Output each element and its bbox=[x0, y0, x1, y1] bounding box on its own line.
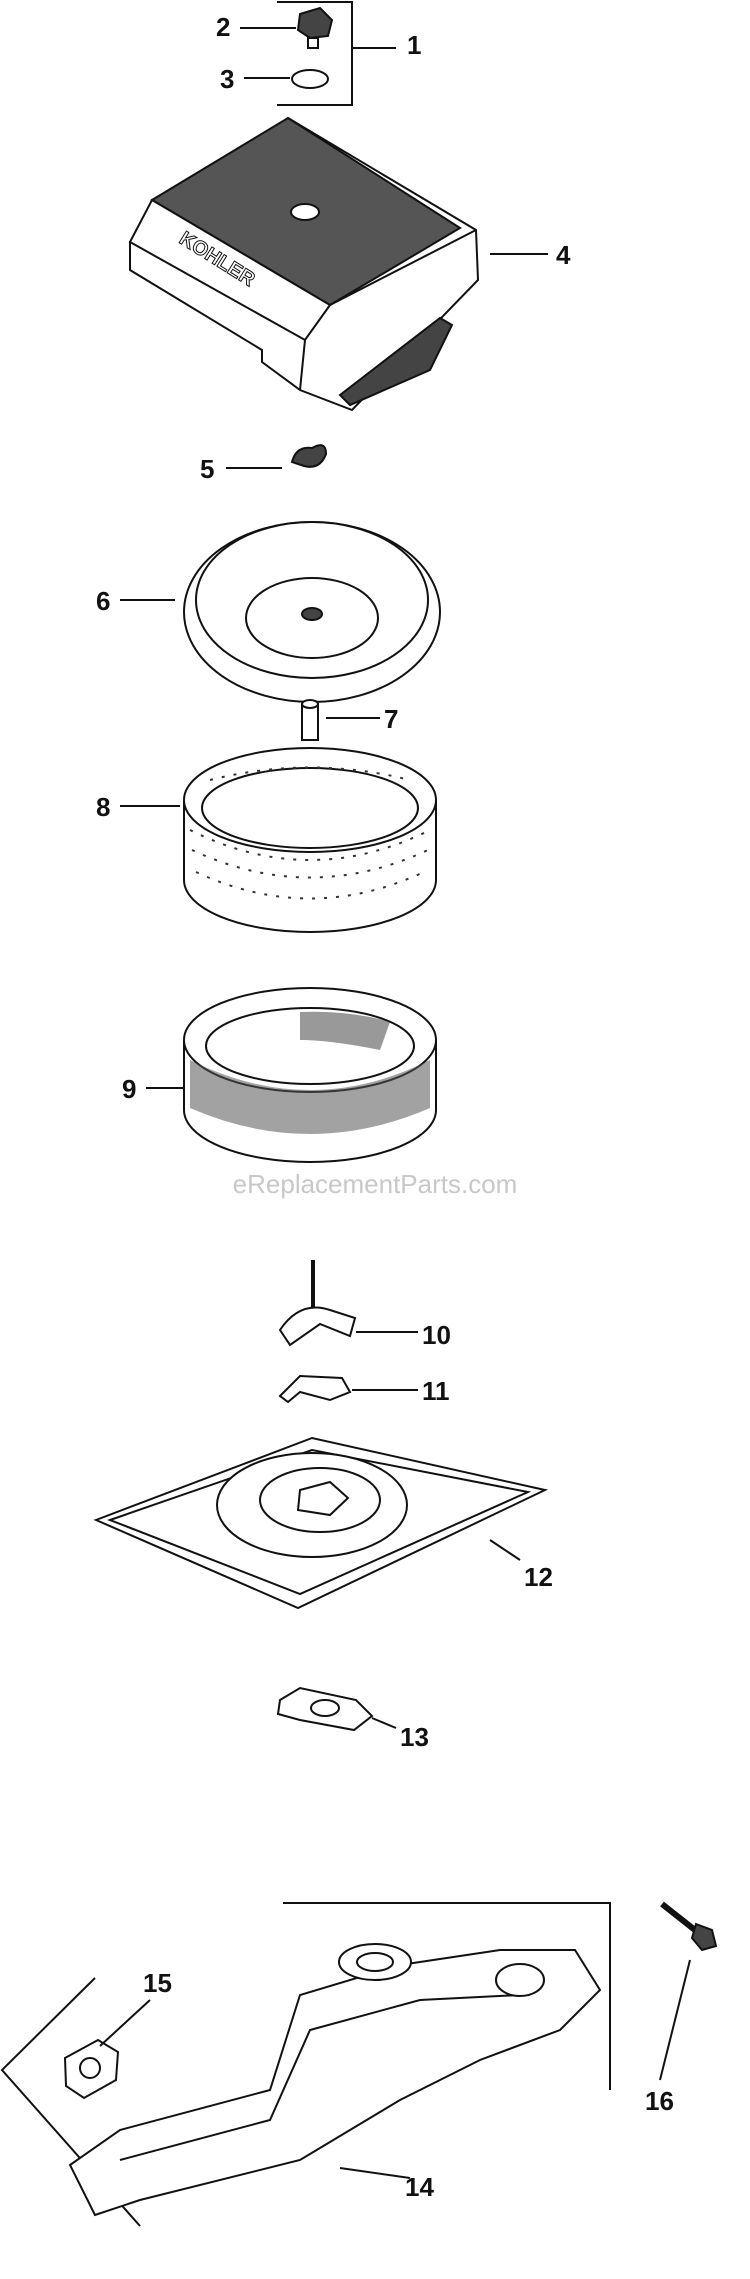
callout-15: 15 bbox=[143, 1968, 172, 1998]
callout-5: 5 bbox=[200, 454, 214, 484]
part-2-knob[interactable] bbox=[240, 6, 334, 49]
part-9-air-filter[interactable] bbox=[146, 987, 437, 1163]
callout-10: 10 bbox=[422, 1320, 451, 1350]
part-6-cover-plate[interactable] bbox=[120, 521, 441, 703]
callout-16: 16 bbox=[645, 2086, 674, 2116]
callout-3: 3 bbox=[220, 64, 234, 94]
part-4-air-cleaner-cover[interactable]: KOHLER bbox=[128, 116, 548, 412]
callout-6: 6 bbox=[96, 586, 110, 616]
part-12-base-plate[interactable] bbox=[93, 1436, 549, 1610]
callout-2: 2 bbox=[216, 12, 230, 42]
part-5-wing-nut[interactable] bbox=[226, 444, 328, 469]
callout-4: 4 bbox=[556, 240, 571, 270]
callout-8: 8 bbox=[96, 792, 110, 822]
callout-11: 11 bbox=[422, 1376, 450, 1406]
callout-9: 9 bbox=[122, 1074, 136, 1104]
part-11-gasket[interactable] bbox=[278, 1374, 418, 1404]
part-1-bracket bbox=[277, 1, 396, 106]
part-10-bracket-stud[interactable] bbox=[278, 1260, 418, 1347]
watermark: eReplacementParts.com bbox=[233, 1169, 518, 1199]
callout-13: 13 bbox=[400, 1722, 429, 1752]
part-15-gasket[interactable] bbox=[63, 1999, 151, 2100]
part-7-spacer[interactable] bbox=[301, 699, 380, 741]
part-14-intake-manifold[interactable] bbox=[0, 1902, 611, 2227]
part-3-o-ring[interactable] bbox=[244, 69, 329, 89]
part-13-gasket[interactable] bbox=[276, 1686, 397, 1732]
callout-14: 14 bbox=[405, 2172, 434, 2202]
callout-12: 12 bbox=[524, 1562, 553, 1592]
part-8-precleaner[interactable] bbox=[120, 747, 437, 933]
part-16-bolt[interactable] bbox=[659, 1901, 718, 2081]
callout-7: 7 bbox=[384, 704, 398, 734]
callout-1: 1 bbox=[407, 30, 421, 60]
